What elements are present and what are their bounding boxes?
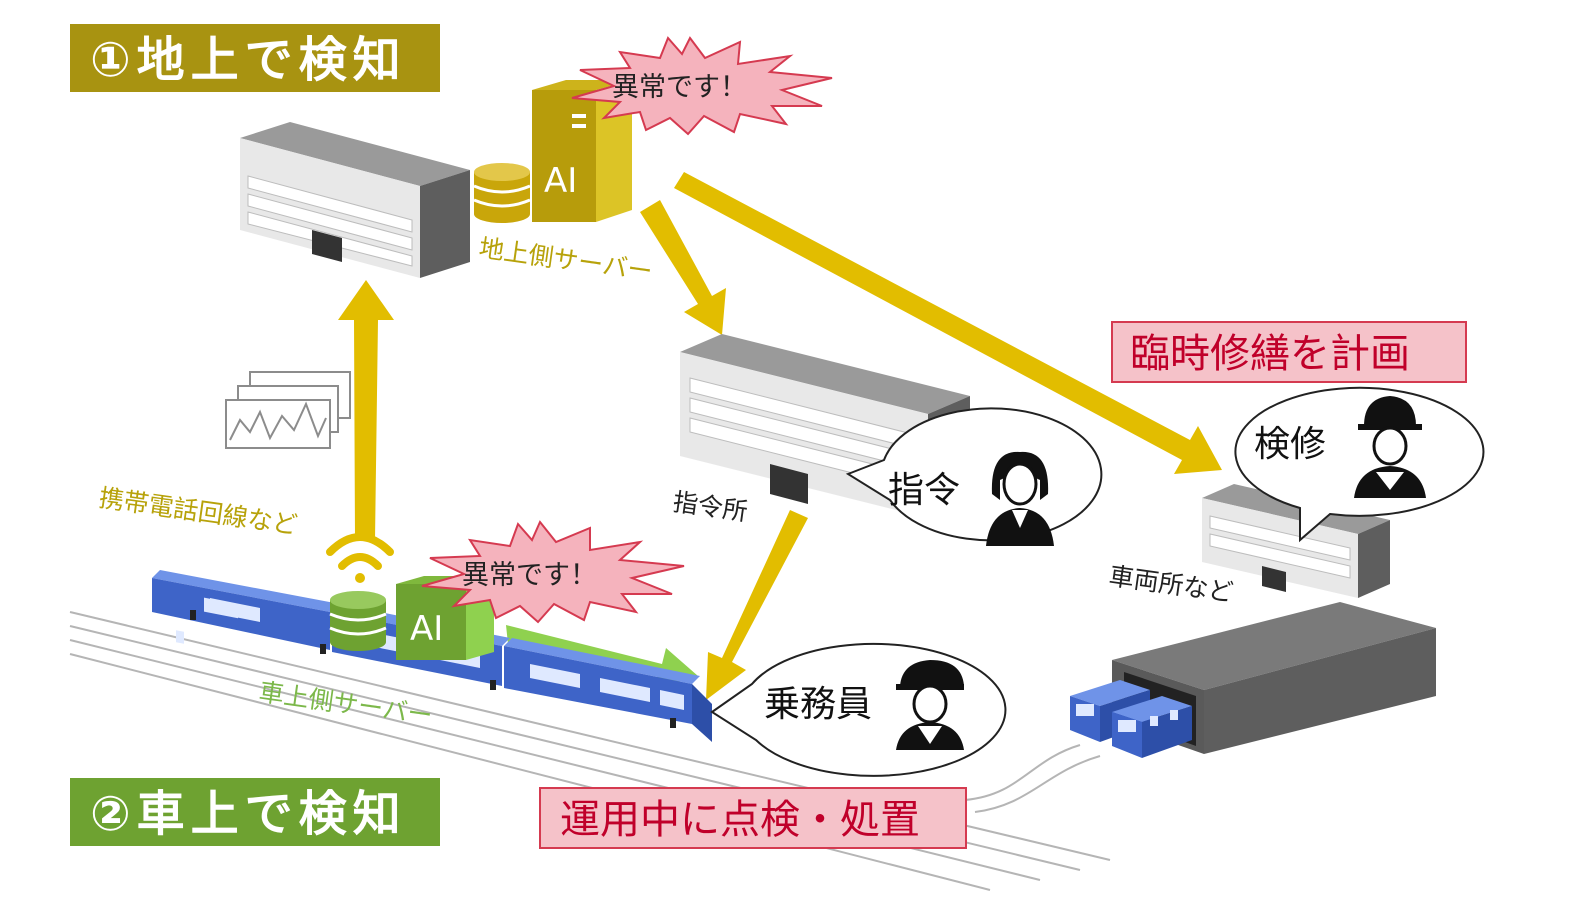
- banner-onboard-detection: ②車上で検知: [70, 778, 440, 846]
- onboard-server-label: 車上側サーバー: [257, 677, 434, 730]
- waveform-chart-icon: [225, 371, 351, 449]
- command-speech-bubble: 指令: [845, 407, 1103, 542]
- repair-plan-text: 臨時修繕を計画: [1130, 331, 1410, 377]
- crew-bubble-text: 乗務員: [764, 684, 872, 725]
- banner-onboard-text: ②車上で検知: [90, 786, 407, 842]
- depot-building: [1202, 484, 1390, 598]
- wifi-signal-icon: [326, 533, 394, 583]
- hardhat-worker-icon: [1354, 396, 1426, 498]
- inspect-box: 運用中に点検・処置: [539, 787, 967, 849]
- network-label: 携帯電話回線など: [97, 483, 299, 540]
- ground-ai-server: AI: [532, 80, 632, 222]
- repair-plan-box: 臨時修繕を計画: [1111, 321, 1467, 383]
- ground-alert-text: 異常です！: [612, 72, 747, 103]
- depot-label: 車両所など: [1107, 561, 1235, 607]
- arrow-to-depot: [674, 172, 1222, 474]
- onboard-alert-text: 異常です！: [462, 560, 597, 591]
- ground-server-label: 地上側サーバー: [477, 233, 654, 286]
- train-onboard: [152, 570, 712, 742]
- conductor-person-icon: [896, 660, 964, 750]
- ground-database-icon: [473, 163, 531, 223]
- banner-ground-text: ①地上で検知: [90, 32, 407, 88]
- arrow-to-crew: [706, 510, 808, 700]
- banner-ground-detection: ①地上で検知: [70, 24, 440, 92]
- command-bubble-text: 指令: [888, 470, 960, 511]
- onboard-ai-label: AI: [410, 609, 443, 649]
- ground-alert-burst: 異常です！: [571, 36, 833, 136]
- parked-trains: [1070, 680, 1192, 758]
- woman-person-icon: [986, 451, 1054, 546]
- crew-speech-bubble: 乗務員: [710, 642, 1007, 777]
- inspect-text: 運用中に点検・処置: [560, 797, 920, 843]
- arrow-to-command: [640, 200, 726, 335]
- maintenance-bubble-text: 検修: [1254, 424, 1326, 465]
- command-center-label: 指令所: [671, 487, 749, 526]
- ground-building: [240, 122, 470, 278]
- gold-arrows: [338, 172, 1222, 700]
- arrow-up: [338, 280, 394, 540]
- onboard-database-icon: [329, 591, 387, 651]
- onboard-alert-burst: 異常です！: [421, 520, 685, 624]
- ground-ai-label: AI: [544, 161, 577, 201]
